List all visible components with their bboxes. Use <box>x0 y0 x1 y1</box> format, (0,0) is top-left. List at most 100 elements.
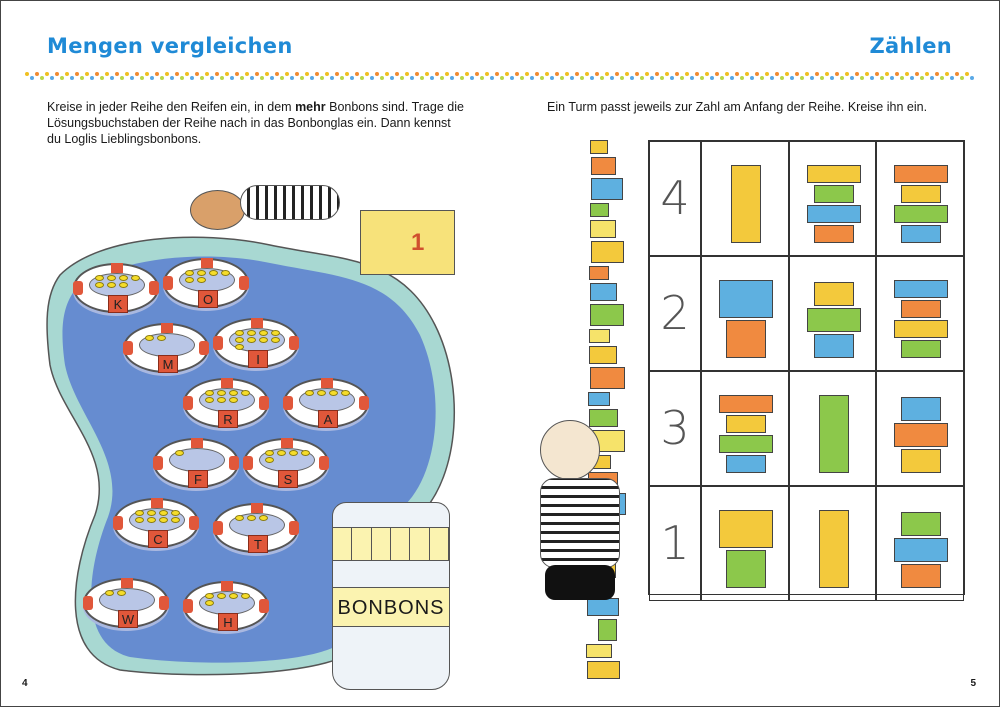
divider-dot <box>45 72 49 76</box>
divider-dot <box>280 76 284 80</box>
answer-box[interactable] <box>372 528 391 560</box>
row-number: 1 <box>649 486 701 601</box>
lifebuoy[interactable]: A <box>283 378 369 428</box>
divider-dot <box>605 72 609 76</box>
candy-icon <box>205 397 214 403</box>
buoy-stripe <box>289 336 299 350</box>
tower-option[interactable] <box>788 371 877 486</box>
tower-block <box>586 661 620 679</box>
block-icon <box>726 455 766 473</box>
candy-icon <box>95 282 104 288</box>
divider-dot <box>340 76 344 80</box>
divider-dot <box>145 72 149 76</box>
answer-box[interactable] <box>410 528 430 560</box>
block-icon <box>901 225 942 243</box>
candy-icon <box>147 517 156 523</box>
answer-box[interactable] <box>430 528 449 560</box>
left-instruction: Kreise in jeder Reihe den Reifen ein, in… <box>47 99 467 147</box>
lifebuoy[interactable]: W <box>83 578 169 628</box>
lifebuoy[interactable]: S <box>243 438 329 488</box>
tower-block <box>589 266 609 280</box>
divider-dot <box>600 76 604 80</box>
divider-dot <box>330 76 334 80</box>
divider-dot <box>910 76 914 80</box>
block-icon <box>894 280 949 298</box>
lifebuoy[interactable]: K <box>73 263 159 313</box>
answer-box[interactable] <box>352 528 372 560</box>
dog-head <box>190 190 245 230</box>
tower-option[interactable] <box>701 256 789 371</box>
tower-block <box>590 157 616 175</box>
tower-option[interactable] <box>876 256 964 371</box>
lifebuoy[interactable]: O <box>163 258 249 308</box>
divider-dot <box>265 72 269 76</box>
divider-dot <box>245 72 249 76</box>
candy-icon <box>171 517 180 523</box>
divider-dot <box>110 76 114 80</box>
lifebuoy[interactable]: M <box>123 323 209 373</box>
tower-option[interactable] <box>876 486 964 601</box>
divider-dot <box>405 72 409 76</box>
tower-option[interactable] <box>876 371 964 486</box>
buoy-stripe <box>239 276 249 290</box>
divider-dot <box>425 72 429 76</box>
divider-dot <box>320 76 324 80</box>
divider-dot <box>540 76 544 80</box>
divider-dot <box>550 76 554 80</box>
left-page-title: Mengen vergleichen <box>47 34 293 58</box>
podium-block: 1 <box>360 210 455 275</box>
divider-dot <box>725 72 729 76</box>
candy-icon <box>221 270 230 276</box>
divider-dot <box>835 72 839 76</box>
lifebuoy[interactable]: I <box>213 318 299 368</box>
divider-dot <box>795 72 799 76</box>
divider-dot <box>825 72 829 76</box>
divider-dot <box>310 76 314 80</box>
divider-dot <box>885 72 889 76</box>
candy-icon <box>301 450 310 456</box>
lifebuoy[interactable]: C <box>113 498 199 548</box>
divider-dot <box>230 76 234 80</box>
divider-dot <box>435 72 439 76</box>
tower-option[interactable] <box>788 141 877 256</box>
candy-icon <box>105 590 114 596</box>
divider-dot <box>930 76 934 80</box>
divider-dot <box>760 76 764 80</box>
tower-option[interactable] <box>701 371 789 486</box>
divider-dot <box>890 76 894 80</box>
block-icon <box>719 510 773 548</box>
candy-icon <box>135 510 144 516</box>
answer-box[interactable] <box>333 528 353 560</box>
buoy-stripe <box>321 378 333 388</box>
divider-dot <box>820 76 824 80</box>
divider-dot <box>690 76 694 80</box>
lifebuoy[interactable]: F <box>153 438 239 488</box>
candy-icon <box>277 450 286 456</box>
divider-dot <box>620 76 624 80</box>
block-icon <box>894 205 949 223</box>
candy-icon <box>241 593 250 599</box>
candy-icon <box>271 337 280 343</box>
tower-option[interactable] <box>788 256 877 371</box>
buoy-letter: S <box>278 470 298 488</box>
answer-boxes[interactable] <box>333 527 449 561</box>
divider-dot <box>430 76 434 80</box>
divider-dot <box>615 72 619 76</box>
block-icon <box>901 340 942 358</box>
lifebuoy[interactable]: T <box>213 503 299 553</box>
candy-icon <box>159 517 168 523</box>
tower-option[interactable] <box>701 486 789 601</box>
candy-icon <box>235 337 244 343</box>
candy-icon <box>95 275 104 281</box>
divider-dot <box>735 72 739 76</box>
candy-icon <box>241 390 250 396</box>
tower-option[interactable] <box>788 486 877 601</box>
answer-box[interactable] <box>391 528 411 560</box>
block-icon <box>901 185 942 203</box>
lifebuoy[interactable]: H <box>183 581 269 631</box>
tower-option[interactable] <box>701 141 789 256</box>
divider-dot <box>335 72 339 76</box>
tower-option[interactable] <box>876 141 964 256</box>
lifebuoy[interactable]: R <box>183 378 269 428</box>
divider-dot <box>590 76 594 80</box>
